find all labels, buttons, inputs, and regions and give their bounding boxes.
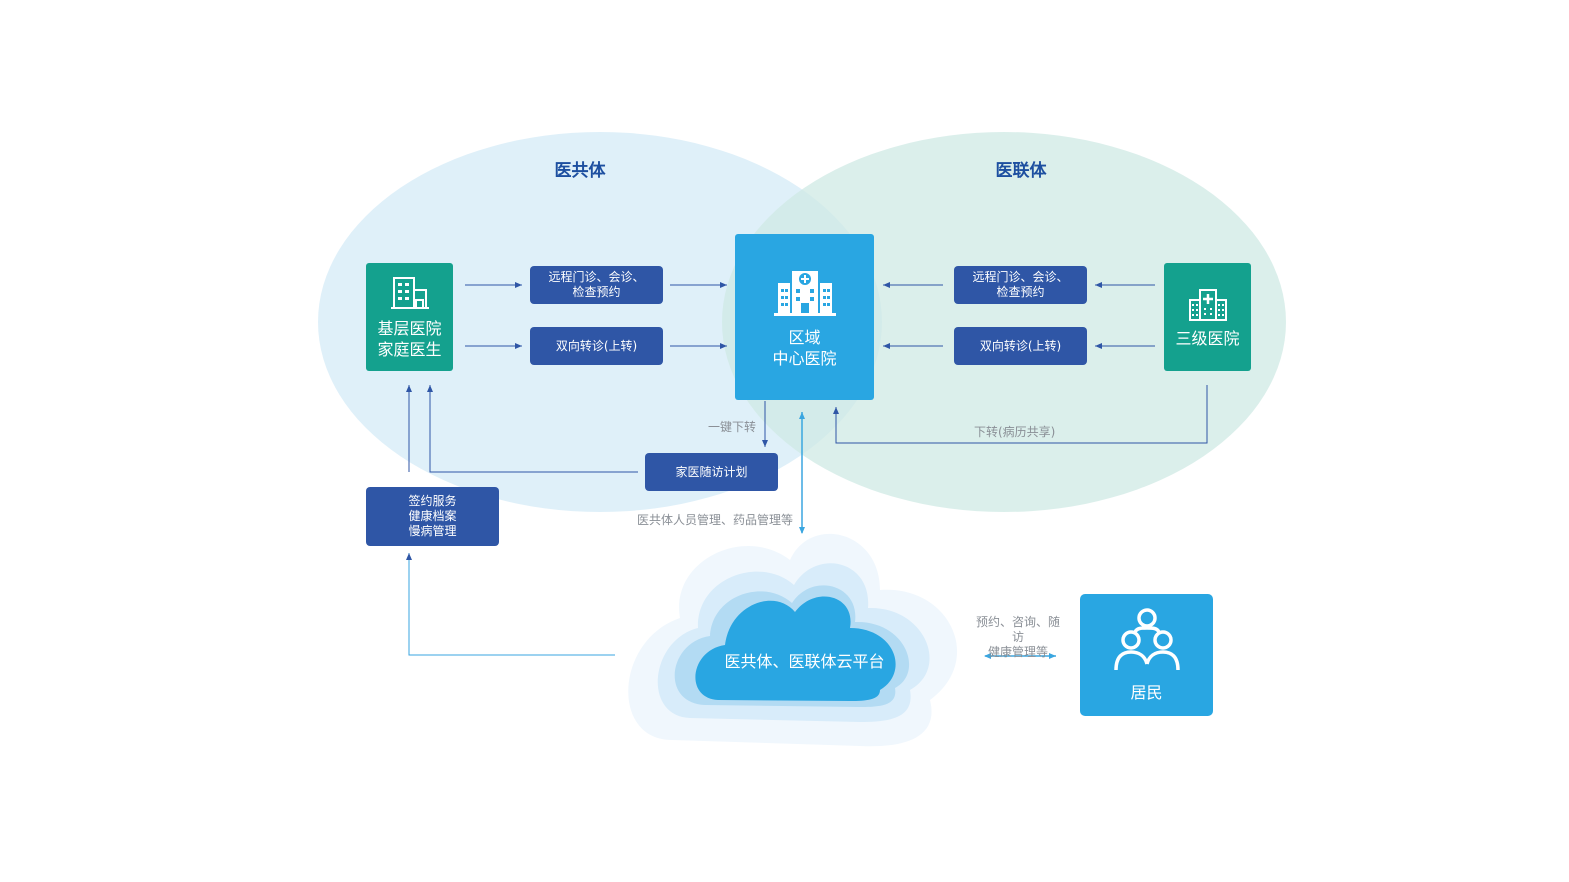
sign-services-line2: 健康档案 xyxy=(408,509,457,523)
central-hospital-line1: 区域 xyxy=(788,328,821,347)
one-click-down-note: 一键下转 xyxy=(708,420,757,434)
primary-hospital-line1: 基层医院 xyxy=(377,319,442,338)
tertiary-hospital-node: 三级医院 xyxy=(1164,263,1251,371)
primary-hospital-line2: 家庭医生 xyxy=(377,340,442,359)
right-referral-box: 双向转诊(上转) xyxy=(954,327,1087,365)
left-remote-line2: 检查预约 xyxy=(572,285,621,299)
left-group-title: 医共体 xyxy=(554,161,606,181)
left-referral-label: 双向转诊(上转) xyxy=(555,338,638,353)
management-note: 医共体人员管理、药品管理等 xyxy=(637,513,794,527)
sign-services-box: 签约服务 健康档案 慢病管理 xyxy=(366,487,499,546)
tertiary-hospital-label: 三级医院 xyxy=(1175,328,1240,348)
left-referral-box: 双向转诊(上转) xyxy=(530,327,663,365)
cloud-platform-label: 医共体、医联体云平台 xyxy=(724,652,885,671)
right-remote-line1: 远程门诊、会诊、 xyxy=(972,270,1069,284)
clinic-icon xyxy=(1188,288,1227,321)
left-remote-service-box: 远程门诊、会诊、 检查预约 xyxy=(530,266,663,304)
cloud-icon xyxy=(628,533,958,747)
resident-services-note: 预约、咨询、随访 健康管理等 xyxy=(972,615,1064,660)
resident-label: 居民 xyxy=(1130,682,1163,702)
right-referral-label: 双向转诊(上转) xyxy=(979,338,1062,353)
left-group-ellipse xyxy=(318,132,882,512)
building-icon xyxy=(390,277,429,309)
resident-services-line2: 健康管理等 xyxy=(987,645,1048,659)
right-group-ellipse xyxy=(722,132,1286,512)
central-hospital-node: 区域 中心医院 xyxy=(735,234,874,400)
sign-services-line3: 慢病管理 xyxy=(408,524,457,538)
resident-node: 居民 xyxy=(1080,594,1213,716)
down-share-note: 下转(病历共享) xyxy=(974,425,1056,439)
hospital-icon xyxy=(773,271,836,316)
people-icon xyxy=(1113,607,1180,670)
right-remote-service-box: 远程门诊、会诊、 检查预约 xyxy=(954,266,1087,304)
central-hospital-line2: 中心医院 xyxy=(772,349,837,368)
right-remote-line2: 检查预约 xyxy=(996,285,1045,299)
family-followup-label: 家医随访计划 xyxy=(675,464,748,479)
sign-services-line1: 签约服务 xyxy=(408,494,457,508)
primary-hospital-node: 基层医院 家庭医生 xyxy=(366,263,453,371)
family-followup-box: 家医随访计划 xyxy=(645,453,778,491)
resident-services-line1: 预约、咨询、随访 xyxy=(975,615,1060,644)
left-remote-line1: 远程门诊、会诊、 xyxy=(548,270,645,284)
right-group-title: 医联体 xyxy=(995,161,1047,181)
